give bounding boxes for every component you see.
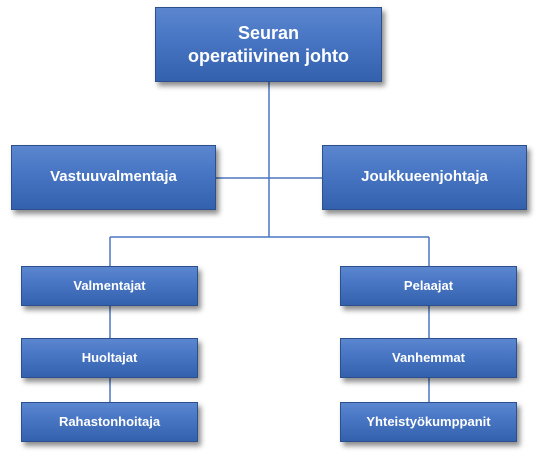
node-parents-label: Vanhemmat	[392, 349, 465, 365]
node-players: Pelaajat	[340, 266, 517, 306]
node-operative-management-line2: operatiivinen johto	[187, 45, 349, 66]
node-team-manager-label: Joukkueenjohtaja	[361, 168, 488, 186]
node-players-label: Pelaajat	[403, 277, 454, 293]
node-head-coach: Vastuuvalmentaja	[11, 145, 216, 210]
node-head-coach-label: Vastuuvalmentaja	[50, 168, 177, 186]
node-team-manager: Joukkueenjohtaja	[322, 145, 527, 210]
node-operative-management: Seuran operatiivinen johto	[155, 7, 382, 82]
node-parents: Vanhemmat	[340, 338, 517, 378]
node-operative-management-line1: Seuran	[237, 23, 300, 43]
node-partners: Yhteistyökumppanit	[340, 402, 517, 442]
node-caretakers-label: Huoltajat	[81, 349, 138, 365]
node-coaches-label: Valmentajat	[73, 277, 146, 293]
node-coaches: Valmentajat	[21, 266, 198, 306]
node-partners-label: Yhteistyökumppanit	[366, 413, 491, 429]
node-caretakers: Huoltajat	[21, 338, 198, 378]
node-treasurer-label: Rahastonhoitaja	[58, 413, 161, 429]
node-treasurer: Rahastonhoitaja	[21, 402, 198, 442]
